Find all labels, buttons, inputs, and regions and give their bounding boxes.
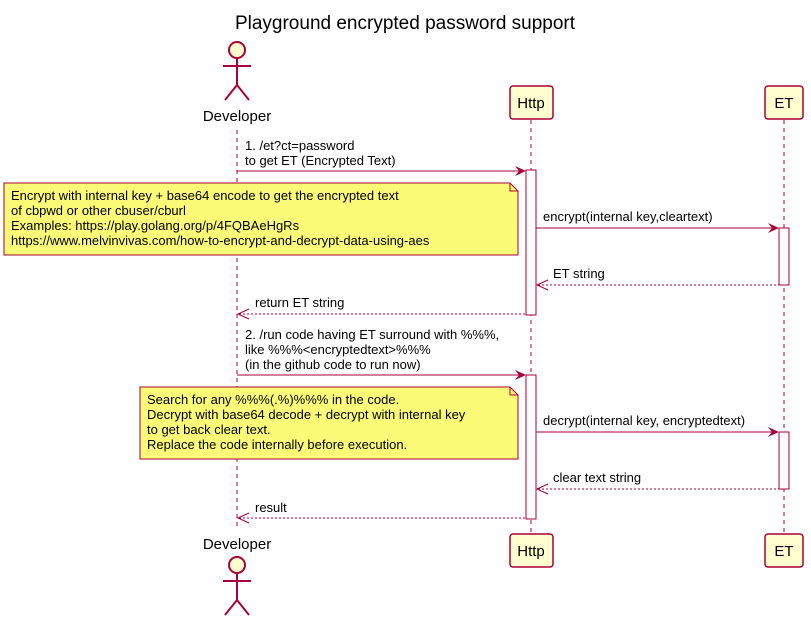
actor-head-icon [228, 41, 246, 59]
arrow-head-icon [515, 370, 526, 380]
note-2-line-3: to get back clear text. [147, 422, 271, 437]
note-2-line-4: Replace the code internally before execu… [147, 437, 407, 452]
et-label-top: ET [774, 95, 793, 112]
message-1-line-1: 1. /et?ct=password [245, 138, 354, 153]
message-6-label: decrypt(internal key, encryptedtext) [543, 413, 745, 428]
developer-label-bottom: Developer [203, 536, 271, 553]
note-1-line-4: https://www.melvinvivas.com/how-to-encry… [11, 233, 430, 248]
http-activation-2 [525, 374, 537, 520]
http-label-top: Http [517, 95, 545, 112]
http-participant-top [509, 85, 554, 120]
note-1: Encrypt with internal key + base64 encod… [3, 182, 519, 256]
http-label-bottom: Http [517, 543, 545, 560]
message-2-label: encrypt(internal key,cleartext) [543, 209, 713, 224]
note-1-line-1: Encrypt with internal key + base64 encod… [11, 188, 399, 203]
arrow-head-icon [535, 279, 549, 291]
note-2-line-1: Search for any %%%(.%)%%% in the code. [147, 392, 399, 407]
developer-actor-bottom [223, 556, 251, 616]
arrow-head-icon [768, 223, 779, 233]
message-5-line-1: 2. /run code having ET surround with %%%… [245, 327, 499, 342]
message-5-line-3: (in the github code to run now) [245, 357, 421, 372]
arrow-head-icon [535, 483, 549, 495]
http-participant-bottom [509, 533, 554, 568]
message-4-label: return ET string [255, 295, 344, 310]
arrow-head-icon [515, 166, 526, 176]
et-activation-2 [778, 431, 790, 490]
arrow-head-icon [236, 308, 250, 320]
et-participant-bottom [764, 533, 804, 568]
note-2: Search for any %%%(.%)%%% in the code. D… [139, 386, 519, 460]
note-1-line-3: Examples: https://play.golang.org/p/4FQB… [11, 218, 300, 233]
actor-head-icon [228, 556, 246, 574]
message-1-line-2: to get ET (Encrypted Text) [245, 153, 396, 168]
arrow-head-icon [768, 427, 779, 437]
message-5-line-2: like %%%<encryptedtext>%%% [245, 342, 431, 357]
note-1-line-2: of cbpwd or other cbuser/cburl [11, 203, 186, 218]
message-8-label: result [255, 500, 287, 515]
message-3-label: ET string [553, 266, 605, 281]
message-7-label: clear text string [553, 470, 641, 485]
et-activation-1 [778, 227, 790, 286]
note-2-line-2: Decrypt with base64 decode + decrypt wit… [147, 407, 466, 422]
developer-actor-top [223, 41, 251, 101]
developer-label-top: Developer [203, 108, 271, 125]
diagram-title: Playground encrypted password support [235, 13, 576, 34]
et-label-bottom: ET [774, 543, 793, 560]
et-participant-top [764, 85, 804, 120]
http-activation-1 [525, 169, 537, 316]
arrow-head-icon [236, 512, 250, 524]
